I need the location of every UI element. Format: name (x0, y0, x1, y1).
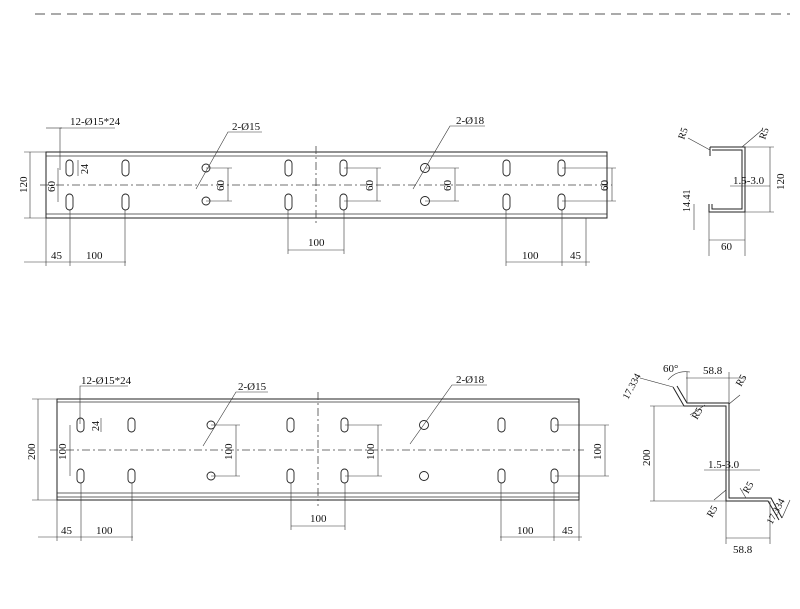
dim-slot-text: 24 (80, 164, 91, 174)
callout-2-d15-text: 2-Ø15 (232, 121, 261, 133)
slot-hole (502, 193, 511, 211)
dim-height-text: 200 (641, 449, 653, 466)
slot-hole (557, 193, 566, 211)
callout-slot-text: 12-Ø15*24 (81, 375, 132, 387)
bottom-plan-view: 12-Ø15*24 2-Ø15 2-Ø18 200 100 24 100 100… (26, 374, 609, 541)
dim-center-gap-text: 100 (310, 513, 327, 525)
slot-hole (284, 159, 293, 177)
slot-hole (286, 468, 295, 484)
c-section-profile-inner (711, 149, 743, 210)
dim-height-text: 120 (18, 176, 30, 193)
radius-text: R5 (734, 373, 749, 389)
slot-hole (497, 417, 506, 433)
slot-hole (502, 159, 511, 177)
leader-r5-right (741, 129, 763, 148)
callout-slot-text: 12-Ø15*24 (70, 116, 121, 128)
leader-r5 (739, 487, 747, 499)
dim-height-text: 200 (26, 443, 38, 460)
thickness-text: 1.5-3.0 (708, 459, 740, 471)
dim-row-text: 60 (46, 181, 58, 193)
dim-row-text: 60 (215, 180, 227, 192)
dim-edge-right-text: 45 (562, 525, 574, 537)
top-plan-view: 12-Ø15*24 2-Ø15 2-Ø18 120 60 24 60 60 60… (18, 115, 616, 266)
slot-hole (127, 468, 136, 484)
leader-r5-left (687, 137, 711, 151)
dim-row-text: 60 (364, 180, 376, 192)
z-section-profile (672, 386, 780, 521)
dim-flange-bottom-text: 58.8 (733, 544, 753, 556)
leader-lip-top (639, 377, 674, 388)
radius-text: R5 (757, 126, 771, 141)
leader-r5 (713, 489, 727, 501)
slot-hole (339, 193, 348, 211)
top-section-view: R5 R5 1.5-3.0 120 14.41 60 (676, 126, 787, 256)
dim-slot-text: 24 (91, 421, 102, 431)
dim-center-gap-text: 100 (308, 237, 325, 249)
z-section-profile-inner (676, 385, 783, 519)
top-slots (65, 159, 566, 211)
dim-pitch-right-text: 100 (517, 525, 534, 537)
round-hole-18 (419, 471, 429, 481)
slot-hole (497, 468, 506, 484)
radius-text: R5 (690, 406, 705, 422)
dim-lip-top-text: 17.334 (621, 372, 644, 401)
slot-hole (121, 193, 130, 211)
dim-edge-left-text: 45 (61, 525, 73, 537)
leader-r5 (728, 394, 741, 405)
dim-row-text: 100 (57, 443, 69, 460)
dim-row-text: 100 (592, 443, 604, 460)
radius-text: R5 (741, 480, 756, 496)
leader-r5 (689, 404, 706, 416)
slot-hole (65, 159, 74, 177)
leader-2-d15 (202, 391, 268, 447)
slot-hole (76, 417, 85, 433)
dim-pitch-right-text: 100 (522, 250, 539, 262)
dim-row-text: 60 (599, 180, 611, 192)
slot-hole (65, 193, 74, 211)
dim-row-text: 100 (365, 443, 377, 460)
slot-hole (286, 417, 295, 433)
leader-2-d18 (409, 384, 487, 445)
slot-hole (76, 468, 85, 484)
dim-edge-right-text: 45 (570, 250, 582, 262)
dim-edge-left-text: 45 (51, 250, 63, 262)
leader-2-d18 (412, 125, 485, 190)
callout-2-d15-text: 2-Ø15 (238, 381, 267, 393)
callout-2-d18-text: 2-Ø18 (456, 115, 485, 127)
leader-lip-bottom (781, 499, 791, 519)
bottom-section-view: 60° 58.8 R5 R5 17.334 200 1.5-3.0 R5 R5 … (621, 363, 791, 556)
radius-text: R5 (676, 126, 690, 141)
dim-flange-text: 60 (721, 241, 733, 253)
callout-2-d18-text: 2-Ø18 (456, 374, 485, 386)
slot-hole (284, 193, 293, 211)
radius-text: R5 (705, 504, 720, 520)
dim-row-text: 60 (442, 180, 454, 192)
dim-lip-text: 14.41 (682, 190, 693, 213)
dim-pitch-left-text: 100 (96, 525, 113, 537)
slot-hole (121, 159, 130, 177)
leader-2-d15 (195, 131, 262, 190)
bottom-slots (76, 417, 559, 484)
slot-hole (127, 417, 136, 433)
angle-text: 60° (663, 363, 678, 375)
thickness-text: 1.5-3.0 (733, 175, 765, 187)
dim-flange-top-text: 58.8 (703, 365, 723, 377)
dim-pitch-left-text: 100 (86, 250, 103, 262)
angle-arc (667, 371, 691, 381)
round-hole-18 (419, 420, 429, 430)
dim-height-text: 120 (775, 173, 787, 190)
dim-row-text: 100 (223, 443, 235, 460)
leader-slot (79, 385, 128, 424)
